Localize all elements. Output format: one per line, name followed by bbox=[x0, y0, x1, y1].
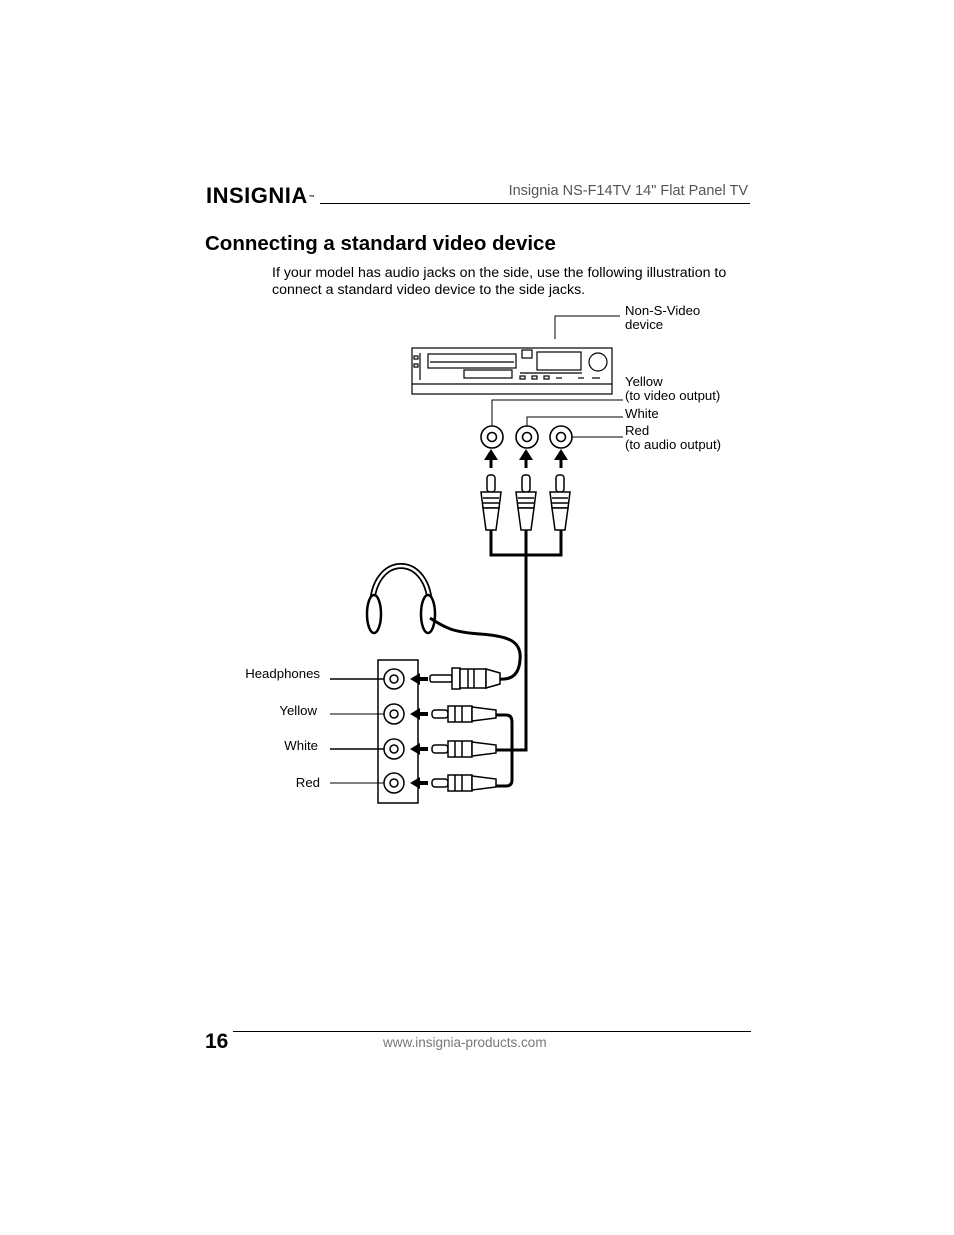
device-output-jacks bbox=[480, 425, 573, 449]
brand-logo: INSIGNIA™ bbox=[206, 183, 316, 208]
side-jack-yellow-label: Yellow bbox=[279, 703, 317, 718]
device-label-line1: Non-S-Video bbox=[625, 303, 701, 318]
rca-plugs-horizontal bbox=[431, 705, 497, 792]
device-label-line2: device bbox=[625, 317, 664, 332]
section-title: Connecting a standard video device bbox=[205, 232, 556, 255]
logo-text: INSIGNIA bbox=[206, 183, 308, 208]
headphone-plug bbox=[429, 667, 501, 690]
left-arrows bbox=[410, 673, 428, 789]
side-jack-panel bbox=[377, 659, 419, 804]
rca-plugs-vertical bbox=[480, 474, 571, 531]
headphones-illustration bbox=[365, 563, 522, 681]
yellow-output-label-line2: (to video output) bbox=[625, 388, 721, 403]
side-leader-lines bbox=[330, 678, 384, 784]
side-jack-headphones-label: Headphones bbox=[245, 666, 320, 681]
page-number: 16 bbox=[205, 1030, 229, 1053]
device-label: Non-S-Video device bbox=[625, 304, 700, 332]
side-jack-red-label: Red bbox=[295, 775, 320, 790]
av-cable bbox=[489, 530, 563, 788]
side-jack-white-label: White bbox=[284, 738, 318, 753]
footer-rule bbox=[233, 1031, 751, 1032]
logo-trademark: ™ bbox=[308, 195, 316, 201]
red-output-label: Red (to audio output) bbox=[625, 424, 721, 452]
white-output-label: White bbox=[625, 406, 659, 421]
up-arrows bbox=[484, 449, 568, 468]
yellow-output-label-line1: Yellow bbox=[625, 374, 663, 389]
red-output-label-line1: Red bbox=[625, 423, 650, 438]
red-output-label-line2: (to audio output) bbox=[625, 437, 722, 452]
intro-paragraph: If your model has audio jacks on the sid… bbox=[272, 265, 727, 298]
header-title: Insignia NS-F14TV 14" Flat Panel TV bbox=[508, 183, 748, 199]
header-rule bbox=[320, 203, 750, 204]
video-device-illustration bbox=[411, 347, 613, 395]
footer-url[interactable]: www.insignia-products.com bbox=[383, 1035, 547, 1050]
yellow-output-label: Yellow (to video output) bbox=[625, 375, 720, 403]
